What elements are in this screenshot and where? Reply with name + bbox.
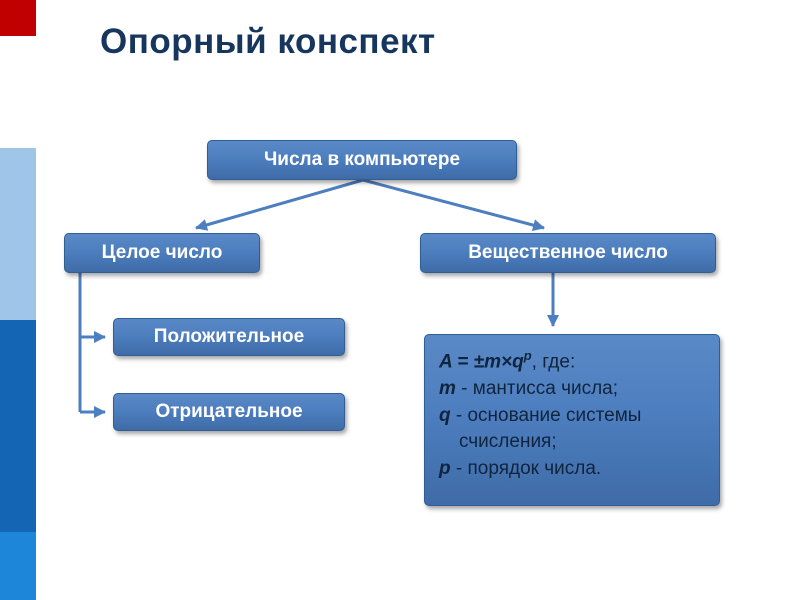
formula-head-var: A = ±m×q [439, 351, 524, 373]
formula-var-p: p [439, 457, 451, 479]
formula-var-q: q [439, 404, 451, 426]
node-negative: Отрицательное [113, 393, 345, 431]
formula-var-m: m [439, 377, 456, 399]
node-numbers-in-computer: Числа в компьютере [207, 140, 517, 180]
node-label: Положительное [153, 326, 305, 347]
formula-line-p: p - порядок числа. [439, 456, 705, 483]
node-real-number: Вещественное число [420, 233, 716, 273]
sidebar-strip-dark [0, 320, 36, 532]
red-accent-square [0, 0, 36, 36]
formula-head: A = ±m×qp, где: [439, 347, 705, 376]
node-integer-number: Целое число [64, 233, 260, 273]
formula-box: A = ±m×qp, где: m - мантисса числа; q - … [424, 334, 720, 506]
sidebar-strip-light [0, 148, 36, 320]
node-label: Целое число [101, 242, 223, 263]
node-label: Числа в компьютере [263, 149, 461, 170]
page-title: Опорный конспект [100, 22, 436, 61]
formula-line-m: m - мантисса числа; [439, 376, 705, 403]
formula-head-sup: p [523, 348, 532, 363]
formula-rest-p: - порядок числа. [450, 457, 602, 479]
node-label: Вещественное число [468, 242, 668, 263]
node-positive: Положительное [113, 318, 345, 356]
connector-root-to-integer [195, 178, 364, 231]
formula-head-rest: , где: [531, 351, 576, 373]
connector-root-to-real [362, 178, 545, 231]
formula-rest-q: - основание системы счисления; [450, 404, 642, 453]
formula-rest-m: - мантисса числа; [455, 377, 619, 399]
formula-line-q: q - основание системы счисления; [439, 403, 705, 456]
sidebar-strip-bright [0, 532, 36, 600]
node-label: Отрицательное [155, 401, 303, 422]
